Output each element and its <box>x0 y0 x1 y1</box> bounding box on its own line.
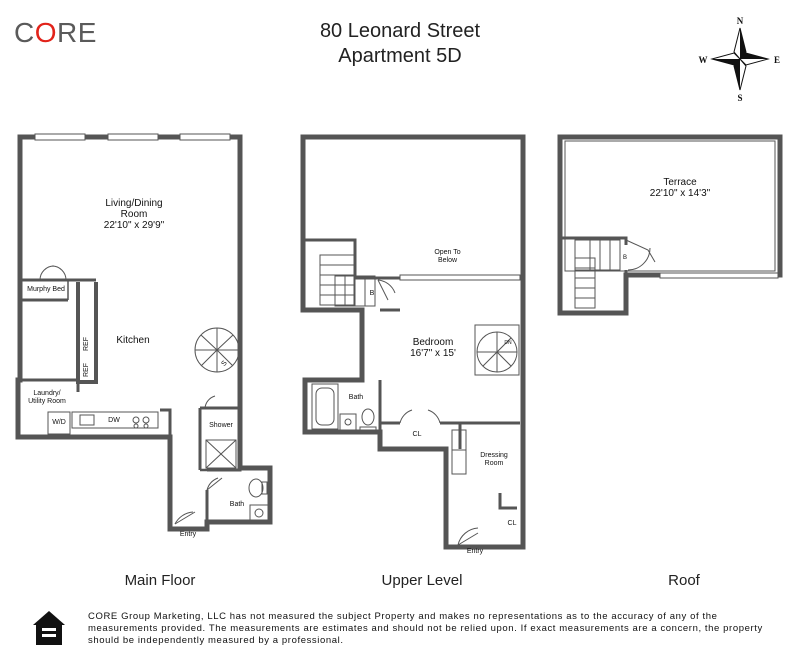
living-dining-name-2: Room <box>120 209 148 220</box>
logo-o: O <box>34 17 58 48</box>
washer-dryer-label: W/D <box>52 419 66 426</box>
upper-level-caption: Upper Level <box>381 572 463 589</box>
main-floor-plan <box>15 134 273 532</box>
compass-s: S <box>737 93 743 103</box>
logo-c: C <box>14 17 35 48</box>
roof-stair-mark: B <box>622 255 627 261</box>
open-to-below-1: Open To <box>434 249 461 256</box>
roof-caption: Roof <box>668 572 700 589</box>
apartment-title: Apartment 5D <box>338 45 462 67</box>
main-entry-label: Entry <box>179 531 197 538</box>
main-bath-label: Bath <box>229 501 245 508</box>
compass-n: N <box>736 16 744 26</box>
bedroom-size: 16'7" x 15' <box>410 348 456 359</box>
terrace-label: Terrace 22'10" x 14'3" <box>630 177 730 199</box>
laundry-name-1: Laundry/ <box>33 390 61 397</box>
address-title: 80 Leonard Street <box>319 20 481 42</box>
upper-bath-label: Bath <box>348 394 364 401</box>
living-dining-name-1: Living/Dining <box>105 198 163 209</box>
shower-label: Shower <box>209 422 233 429</box>
living-dining-size: 22'10" x 29'9" <box>103 220 165 231</box>
logo-re: RE <box>57 17 97 48</box>
terrace-size: 22'10" x 14'3" <box>649 188 711 199</box>
upper-entry-label: Entry <box>466 548 484 555</box>
bedroom-label: Bedroom 16'7" x 15' <box>398 337 468 359</box>
living-dining-label: Living/Dining Room 22'10" x 29'9" <box>84 198 184 231</box>
dressing-name-1: Dressing <box>480 452 508 459</box>
terrace-name: Terrace <box>663 177 697 188</box>
upper-stair-dn-mark: DN <box>504 340 512 346</box>
kitchen-label: Kitchen <box>116 335 150 346</box>
main-floor-caption: Main Floor <box>124 572 196 589</box>
upper-stair-mark: B <box>369 290 375 297</box>
laundry-name-2: Utility Room <box>28 398 66 405</box>
closet-label-2: CL <box>507 520 517 527</box>
compass-w: W <box>698 55 708 65</box>
dressing-room-label: Dressing Room <box>472 452 516 468</box>
compass-e: E <box>773 55 780 65</box>
laundry-label: Laundry/ Utility Room <box>20 390 74 406</box>
closet-label-1: CL <box>412 431 422 438</box>
dishwasher-label: DW <box>108 417 120 424</box>
bedroom-name: Bedroom <box>412 337 454 348</box>
open-to-below-2: Below <box>437 257 458 264</box>
core-logo: CORE <box>14 17 97 49</box>
dressing-name-2: Room <box>484 460 504 467</box>
compass-icon <box>710 27 770 91</box>
disclaimer-text: CORE Group Marketing, LLC has not measur… <box>88 611 763 646</box>
open-to-below-label: Open To Below <box>420 249 475 265</box>
murphy-bed-label: Murphy Bed <box>27 286 65 293</box>
